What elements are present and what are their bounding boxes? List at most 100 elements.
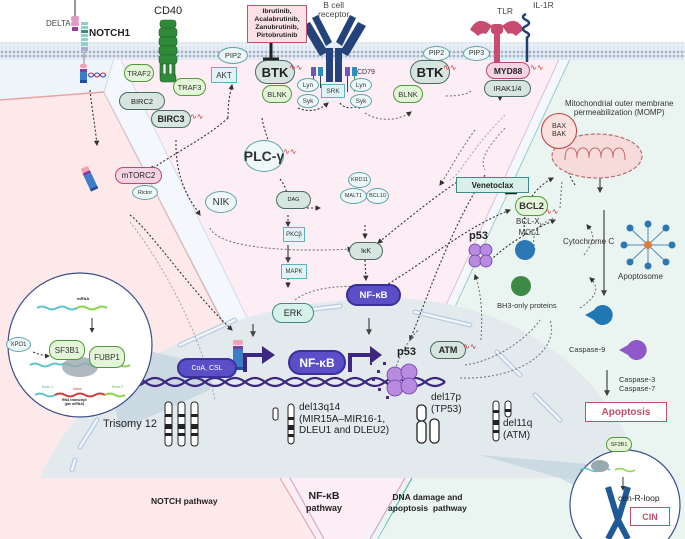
del13q14-line3: DLEU1 and DLEU2): [299, 425, 390, 436]
nik-node: NIK: [205, 191, 237, 213]
p53-nuclear-label: p53: [397, 346, 416, 358]
il1r-receptor: [521, 12, 531, 62]
myd88-node: MYD88: [486, 62, 530, 79]
dag-node: DAG: [276, 191, 311, 209]
notch1-label: NOTCH1: [89, 28, 131, 39]
irak14-node: IRAK1/4: [484, 80, 531, 97]
notch-pathway-label: NOTCH pathway: [151, 496, 218, 506]
birc3-node: BIRC3: [151, 110, 191, 128]
del13q14-label: del13q14 (MIR15A–MIR16-1, DLEU1 and DLEU…: [299, 402, 389, 437]
nfkb-pathway-line2: pathway: [306, 502, 343, 513]
nfkb-region: [114, 58, 560, 528]
cd79-label: CD79: [357, 69, 375, 76]
bclx-label: BCL-X: [516, 217, 540, 226]
exon2-label: Exon 2: [112, 385, 123, 389]
del11q-line1: del11q: [503, 418, 533, 429]
del17p-chromosomes: [416, 404, 440, 444]
cen-r-loop-label: cen-R-loop: [618, 493, 660, 503]
exon1-label: Exon 1: [42, 385, 53, 389]
del13q14-line1: del13q14: [299, 402, 341, 413]
apoptosome-icon: [620, 220, 676, 270]
pre-mrna-line2: (pre mRNA): [64, 401, 85, 406]
mutation-icon-birc3: ∿∿: [190, 112, 204, 121]
blnk-left-node: BLNK: [262, 85, 292, 103]
btk-inhibitors-box: Ibrutinib, Acalabrutinib, Zanubrutinib, …: [247, 5, 307, 43]
drug-ibrutinib: Ibrutinib,: [262, 7, 292, 15]
caspase7-label: Caspase-7: [619, 384, 656, 394]
bcl10-node: BCL10: [366, 188, 389, 204]
pre-mrna-line1: RNA transcript: [62, 398, 87, 402]
p53-fragments: [370, 362, 389, 399]
solid-arrows: [250, 177, 610, 397]
blnk-right-node: BLNK: [393, 85, 423, 103]
p53-cytoplasmic-icon: [468, 243, 493, 268]
bax-label: BAX: [551, 122, 566, 130]
caspase3-label: Caspase-3: [619, 375, 656, 384]
del11q-line2: (ATM): [503, 429, 531, 441]
b-cell-receptor: [302, 15, 366, 82]
apoptosome-label: Apoptosome: [618, 272, 663, 281]
rictor-node: Rictor: [132, 185, 158, 200]
del11q-label: del11q (ATM): [503, 418, 532, 441]
chromosome-icon: [605, 486, 631, 539]
trisomy12-chromosomes: [164, 401, 199, 447]
momp-label-line1: Mitochondrial outer membrane: [565, 99, 674, 108]
bh3-label: BH3-only proteins: [497, 301, 557, 310]
krd11-node: KRD11: [348, 172, 371, 188]
ikk-node: IκK: [349, 242, 383, 260]
btk-inhibition-bar: [263, 42, 279, 61]
caspase9-label: Caspase-9: [569, 345, 606, 354]
mapk-node: MAPK: [281, 264, 307, 279]
pkcb-node: PKCβ: [283, 227, 305, 242]
p53-nuclear-icon: [386, 363, 418, 397]
dna-apoptosis-pathway-label: DNA damage and apoptosis pathway: [388, 492, 467, 514]
notch-icd-cytoplasmic: [81, 166, 99, 192]
drug-zanubrutinib: Zanubrutinib,: [255, 24, 299, 31]
btk-left-node: BTK: [255, 60, 295, 84]
notch-icd-dna-bound: [233, 340, 243, 370]
srk-node: SRK: [321, 84, 345, 98]
plcy-node: PLC-γ: [244, 140, 284, 172]
nfkb-pathway-line1: NF-κB: [308, 490, 340, 502]
del13q14-chromosomes: [272, 403, 295, 445]
mutation-icon-bcl2: ∿∿: [545, 207, 559, 216]
nfkb-nuclear-node: NF-κB: [288, 350, 346, 375]
traf2-node: TRAF2: [124, 64, 154, 82]
momp-label: Mitochondrial outer membrane permeabiliz…: [565, 99, 674, 118]
lyn-right-node: Lyn: [350, 78, 372, 92]
venetoclax-box: Venetoclax: [456, 177, 529, 193]
bclx-subscript: L: [539, 222, 543, 229]
caspase37-label: Caspase-3 Caspase-7: [619, 375, 655, 394]
coa-csl-node: CoA, CSL: [177, 358, 237, 378]
apoptosis-box: Apoptosis: [585, 402, 667, 422]
cd40-receptor: [158, 19, 178, 83]
pip2-left-node: PIP2: [218, 47, 248, 64]
btk-right-node: BTK: [410, 60, 450, 84]
pip2-right-node: PIP2: [423, 46, 450, 61]
cin-box: CIN: [630, 507, 670, 526]
bclxl-mcl1-label: BCL-XL MCL1: [516, 217, 543, 238]
bak-label: BAK: [551, 131, 566, 138]
fubp1-node: FUBP1: [89, 346, 125, 368]
mitochondrion-icon: [551, 133, 643, 179]
drug-pirtobrutinib: Pirtobrutinib: [256, 32, 298, 40]
mcl1-label: MCL1: [518, 228, 540, 238]
del17p-line2: (TP53): [431, 403, 462, 415]
il1r-label: IL-1R: [533, 0, 554, 10]
nfkb-cytoplasmic-node: NF-κB: [346, 284, 401, 306]
bclxl-mcl1-protein-icon: [515, 240, 535, 260]
delta-label: DELTA: [46, 19, 71, 28]
caspase37-icon: [619, 340, 647, 361]
mutation-icon-atm: ∿∿: [463, 342, 477, 351]
caspase9-icon: [585, 305, 613, 325]
pre-mrna-label: RNA transcript (pre mRNA): [62, 398, 87, 407]
del17p-label: del17p (TP53): [431, 392, 462, 415]
nfkb-pathway-label: NF-κB pathway: [306, 490, 342, 513]
dna-pathway-line1: DNA damage and: [392, 492, 463, 502]
p53-cytoplasmic-label: p53: [469, 230, 488, 242]
malt1-node: MALT1: [340, 188, 367, 204]
traf3-node: TRAF3: [173, 78, 206, 96]
pip3-node: PIP3: [463, 46, 490, 61]
syk-left-node: Syk: [297, 94, 319, 108]
